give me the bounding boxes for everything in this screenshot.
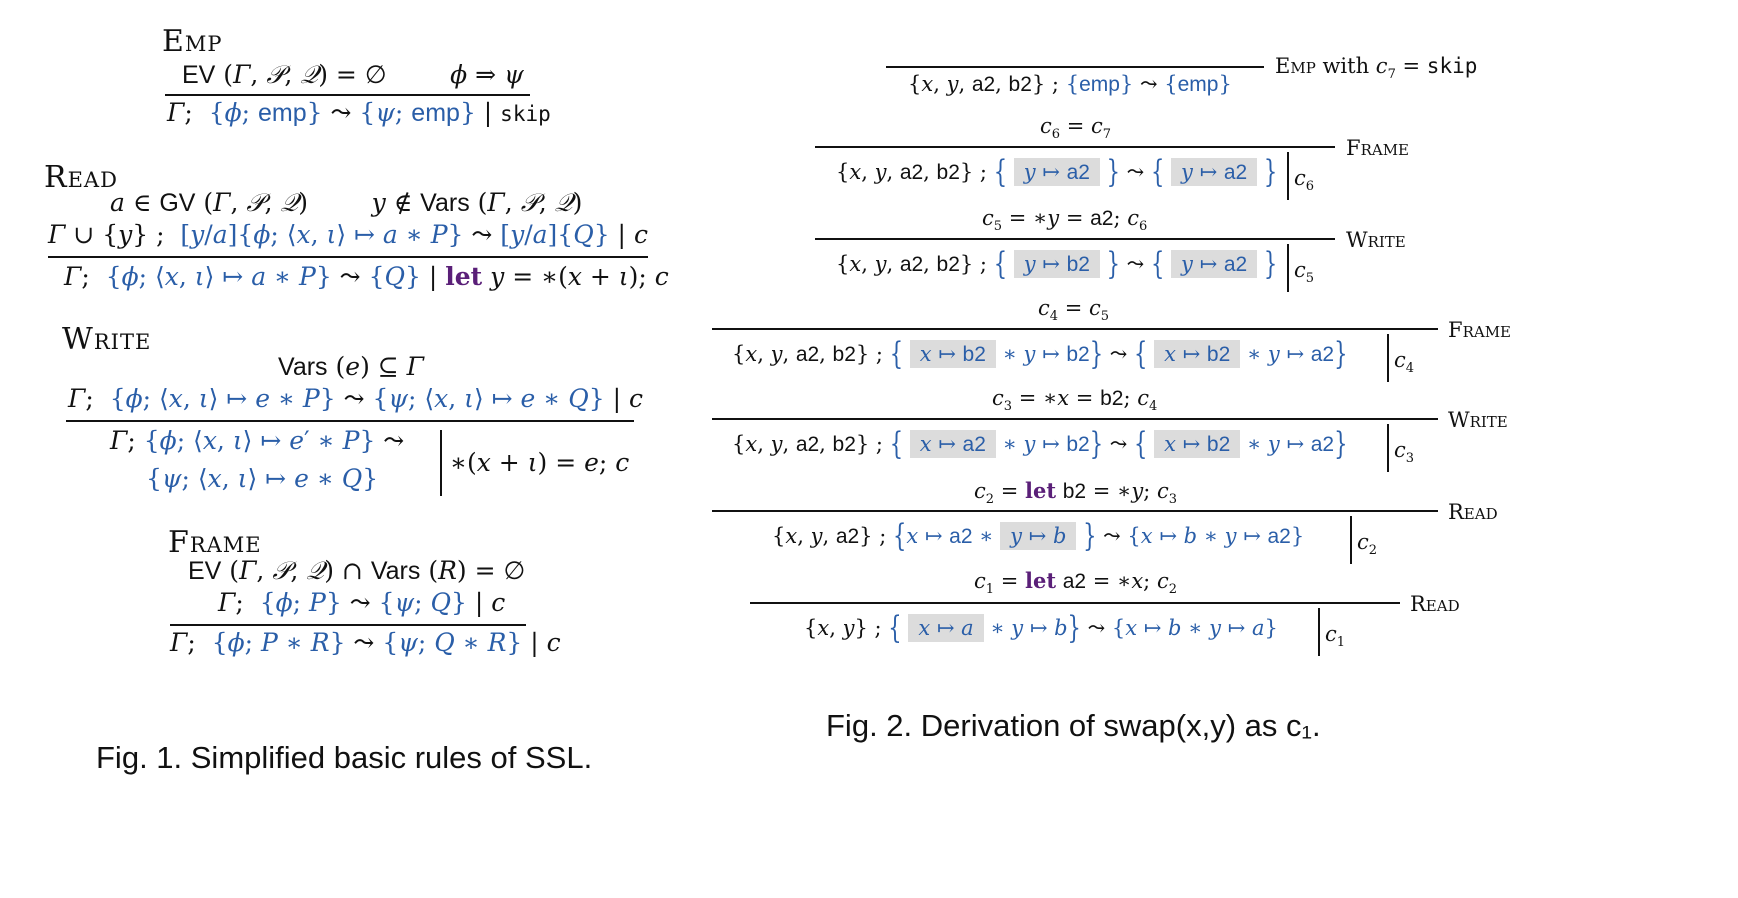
fig2-label-write-2: Write xyxy=(1448,408,1508,432)
write-conclusion-line-1: Γ; {ϕ; ⟨x, ι⟩ ↦ e′ ∗ P} ⤳ xyxy=(110,426,405,455)
fig2-bar-c4 xyxy=(1387,334,1389,382)
rule-name-write: Write xyxy=(62,322,152,357)
fig2-code-c3: c3 xyxy=(1394,438,1415,467)
fig2-line-read-2 xyxy=(750,602,1400,604)
write-premise-2: Γ; {ϕ; ⟨x, ι⟩ ↦ e ∗ P} ⤳ {ψ; ⟨x, ι⟩ ↦ e … xyxy=(68,384,643,413)
fig2-line-write-2 xyxy=(712,418,1438,420)
fig2-label-frame-1: Frame xyxy=(1346,136,1410,160)
write-conclusion-line-2: {ψ; ⟨x, ι⟩ ↦ e ∗ Q} xyxy=(146,464,379,493)
fig2-between-c5: c5 = ∗y = a2; c6 xyxy=(982,206,1148,235)
fig2-between-c3: c3 = ∗x = b2; c4 xyxy=(992,386,1158,415)
fig2-code-c6: c6 xyxy=(1294,166,1315,195)
frame-premise-1: EV (Γ, 𝒫, 𝒬) ∩ Vars (R) = ∅ xyxy=(188,556,526,585)
frame-conclusion: Γ; {ϕ; P ∗ R} ⤳ {ψ; Q ∗ R} | c xyxy=(170,628,561,657)
rule-name-read: Read xyxy=(44,160,118,195)
read-premise-2: Γ ∪ {y} ; [y/a]{ϕ; ⟨x, ι⟩ ↦ a ∗ P} ⤳ [y/… xyxy=(48,220,648,249)
fig2-bar-c6 xyxy=(1287,152,1289,200)
fig2-label-read-1: Read xyxy=(1448,500,1498,524)
fig2-line-write-1 xyxy=(815,238,1335,240)
fig2-label-frame-2: Frame xyxy=(1448,318,1512,342)
fig2-judgement-c1: {x, y} ; { x ↦ a ∗ y ↦ b} ⤳ {x ↦ b ∗ y ↦… xyxy=(804,610,1278,646)
fig2-between-c4: c4 = c5 xyxy=(1038,296,1110,325)
fig2-code-c5: c5 xyxy=(1294,258,1315,287)
fig2-line-emp xyxy=(886,66,1264,68)
frame-premise-2: Γ; {ϕ; P} ⤳ {ψ; Q} | c xyxy=(218,588,506,617)
fig2-bar-c2 xyxy=(1350,516,1352,564)
emp-premise: EV (Γ, 𝒫, 𝒬) = ∅ ϕ ⇒ ψ xyxy=(182,60,524,89)
fig2-bar-c1 xyxy=(1318,608,1320,656)
emp-conclusion: Γ; {ϕ; emp} ⤳ {ψ; emp} | skip xyxy=(167,98,551,127)
fig2-between-c2: c2 = let b2 = ∗y; c3 xyxy=(974,478,1178,508)
fig2-label-read-2: Read xyxy=(1410,592,1460,616)
fig2-judgement-c5: {x, y, a2, b2} ; { y ↦ b2 } ⤳ { y ↦ a2 } xyxy=(836,246,1278,282)
fig2-label-emp: Emp with c7 = skip xyxy=(1275,54,1478,83)
fig2-bar-c3 xyxy=(1387,424,1389,472)
fig2-code-c1: c1 xyxy=(1325,622,1346,651)
emp-rule-line xyxy=(165,94,530,96)
read-rule-line xyxy=(48,256,648,258)
fig2-code-c2: c2 xyxy=(1357,530,1378,559)
fig2-judgement-c2: {x, y, a2} ; {x ↦ a2 ∗ y ↦ b } ⤳ {x ↦ b … xyxy=(772,518,1305,554)
fig2-judgement-c6: {x, y, a2, b2} ; { y ↦ a2 } ⤳ { y ↦ a2 } xyxy=(836,154,1278,190)
fig2-judgement-c3: {x, y, a2, b2} ; { x ↦ a2 ∗ y ↦ b2} ⤳ { … xyxy=(732,426,1348,462)
write-code-bar xyxy=(440,430,442,496)
rule-name-frame: Frame xyxy=(168,525,262,560)
fig2-between-c1: c1 = let a2 = ∗x; c2 xyxy=(974,568,1177,598)
write-rule-line xyxy=(66,420,634,422)
write-premise-1: Vars (e) ⊆ Γ xyxy=(278,352,425,381)
fig2-line-frame-1 xyxy=(815,146,1335,148)
fig2-line-frame-2 xyxy=(712,328,1438,330)
frame-rule-line xyxy=(170,624,526,626)
figure-2-caption: Fig. 2. Derivation of swap(x,y) as c₁. xyxy=(826,708,1321,743)
fig2-label-write-1: Write xyxy=(1346,228,1406,252)
fig2-judgement-emp: {x, y, a2, b2} ; {emp} ⤳ {emp} xyxy=(908,72,1232,96)
fig2-judgement-c4: {x, y, a2, b2} ; { x ↦ b2 ∗ y ↦ b2} ⤳ { … xyxy=(732,336,1348,372)
fig2-between-c6: c6 = c7 xyxy=(1040,114,1112,143)
write-conclusion-code: ∗(x + ι) = e; c xyxy=(450,448,630,477)
rule-name-emp: Emp xyxy=(162,24,223,59)
fig2-bar-c5 xyxy=(1287,244,1289,292)
figure-1-caption: Fig. 1. Simplified basic rules of SSL. xyxy=(96,740,593,775)
read-conclusion: Γ; {ϕ; ⟨x, ι⟩ ↦ a ∗ P} ⤳ {Q} | let y = ∗… xyxy=(64,262,669,291)
read-premise-1: a ∈ GV (Γ, 𝒫, 𝒬) y ∉ Vars (Γ, 𝒫, 𝒬) xyxy=(110,188,583,217)
fig2-line-read-1 xyxy=(712,510,1438,512)
fig2-code-c4: c4 xyxy=(1394,348,1415,377)
